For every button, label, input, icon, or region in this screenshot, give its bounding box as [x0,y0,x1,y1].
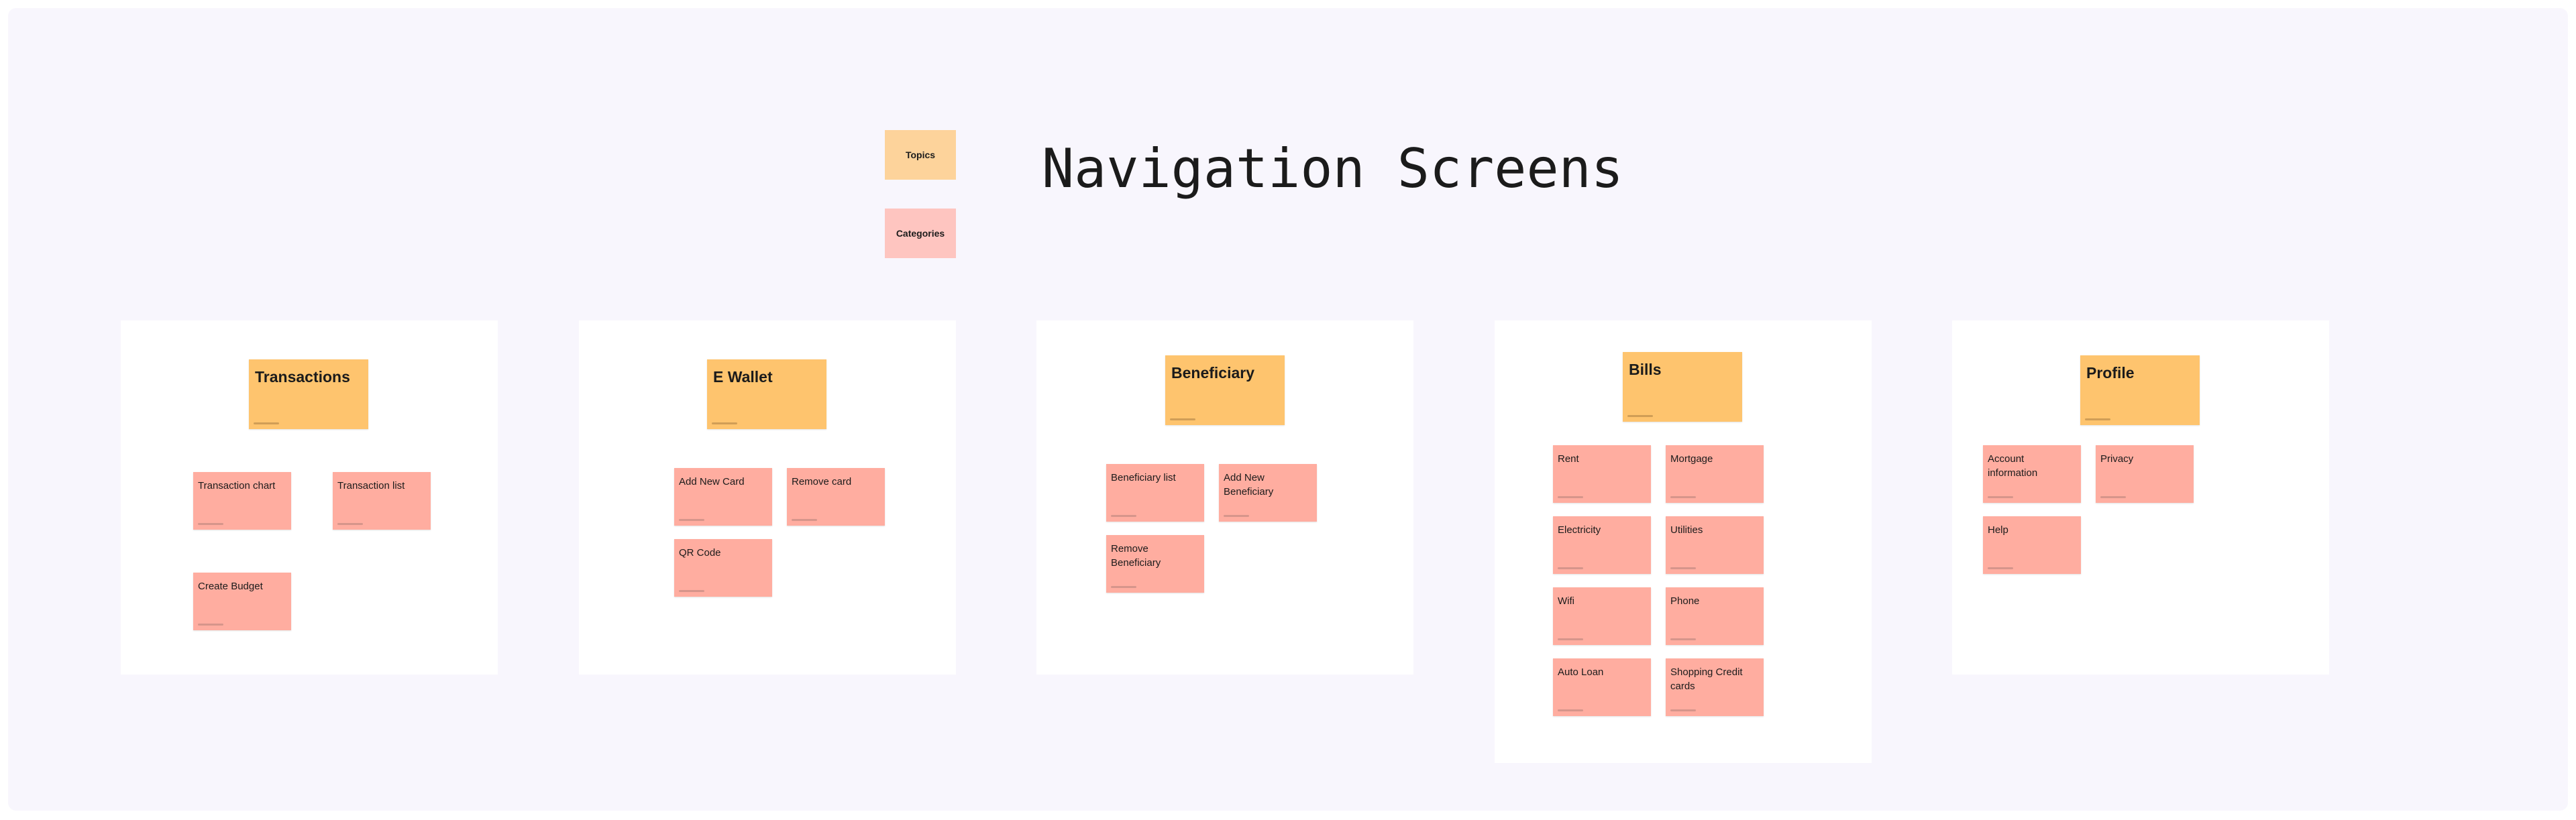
category-label: Phone [1670,595,1700,607]
legend-categories-sticky[interactable]: Categories [885,209,956,258]
author-label [1670,567,1696,569]
author-label [198,523,223,525]
author-label [1627,415,1653,417]
category-label: QR Code [679,547,721,559]
category-sticky-add-new-card[interactable]: Add New Card [674,468,772,526]
topic-sticky-e-wallet[interactable]: E Wallet [707,359,826,429]
topic-label: Transactions [255,368,350,386]
author-label [1558,638,1583,640]
topic-label: Bills [1629,361,1662,378]
author-label [1111,586,1136,588]
legend-topics-label: Topics [905,150,936,160]
category-label: Transaction list [337,480,405,491]
category-label: Remove card [792,476,852,487]
category-sticky-utilities[interactable]: Utilities [1666,516,1764,574]
author-label [1988,496,2013,498]
category-sticky-qr-code[interactable]: QR Code [674,539,772,597]
category-label: Transaction chart [198,480,276,491]
category-sticky-shopping-credit-cards[interactable]: Shopping Credit cards [1666,658,1764,716]
category-label: Remove Beneficiary [1111,543,1161,569]
category-label: Rent [1558,453,1579,465]
legend-topics-sticky[interactable]: Topics [885,130,956,180]
author-label [2100,496,2126,498]
category-label: Add New Beneficiary [1224,472,1274,497]
category-label: Wifi [1558,595,1574,607]
author-label [254,422,279,424]
author-label [1558,709,1583,711]
author-label [1111,515,1136,517]
category-label: Beneficiary list [1111,472,1176,483]
author-label [1558,496,1583,498]
category-sticky-beneficiary-list[interactable]: Beneficiary list [1106,464,1204,522]
author-label [198,624,223,626]
author-label [2085,418,2110,420]
category-sticky-help[interactable]: Help [1983,516,2081,574]
category-sticky-rent[interactable]: Rent [1553,445,1651,503]
author-label [712,422,737,424]
category-label: Account information [1988,453,2038,479]
category-label: Utilities [1670,524,1703,536]
category-label: Shopping Credit cards [1670,666,1743,692]
category-sticky-electricity[interactable]: Electricity [1553,516,1651,574]
topic-sticky-transactions[interactable]: Transactions [249,359,368,429]
topic-label: Beneficiary [1171,364,1255,382]
author-label [337,523,363,525]
author-label [679,590,704,592]
category-label: Privacy [2100,453,2134,465]
category-label: Auto Loan [1558,666,1604,678]
author-label [1670,638,1696,640]
category-label: Add New Card [679,476,745,487]
author-label [1558,567,1583,569]
category-sticky-add-new-beneficiary[interactable]: Add New Beneficiary [1219,464,1317,522]
category-label: Create Budget [198,581,263,592]
legend-categories-label: Categories [896,228,945,239]
author-label [1670,709,1696,711]
category-sticky-transaction-list[interactable]: Transaction list [333,472,431,530]
author-label [1670,496,1696,498]
category-sticky-mortgage[interactable]: Mortgage [1666,445,1764,503]
category-sticky-auto-loan[interactable]: Auto Loan [1553,658,1651,716]
author-label [1988,567,2013,569]
category-label: Electricity [1558,524,1601,536]
topic-sticky-profile[interactable]: Profile [2080,355,2200,425]
topic-sticky-beneficiary[interactable]: Beneficiary [1165,355,1285,425]
category-label: Help [1988,524,2008,536]
category-sticky-remove-card[interactable]: Remove card [787,468,885,526]
topic-label: E Wallet [713,368,773,386]
author-label [792,519,817,521]
category-sticky-transaction-chart[interactable]: Transaction chart [193,472,291,530]
category-sticky-phone[interactable]: Phone [1666,587,1764,645]
category-sticky-remove-beneficiary[interactable]: Remove Beneficiary [1106,535,1204,593]
author-label [679,519,704,521]
category-sticky-create-budget[interactable]: Create Budget [193,573,291,630]
category-sticky-account-information[interactable]: Account information [1983,445,2081,503]
category-label: Mortgage [1670,453,1713,465]
topic-sticky-bills[interactable]: Bills [1623,352,1742,422]
board-title: Navigation Screens [1042,137,1623,200]
author-label [1224,515,1249,517]
author-label [1170,418,1195,420]
category-sticky-privacy[interactable]: Privacy [2096,445,2194,503]
category-sticky-wifi[interactable]: Wifi [1553,587,1651,645]
topic-label: Profile [2086,364,2135,382]
